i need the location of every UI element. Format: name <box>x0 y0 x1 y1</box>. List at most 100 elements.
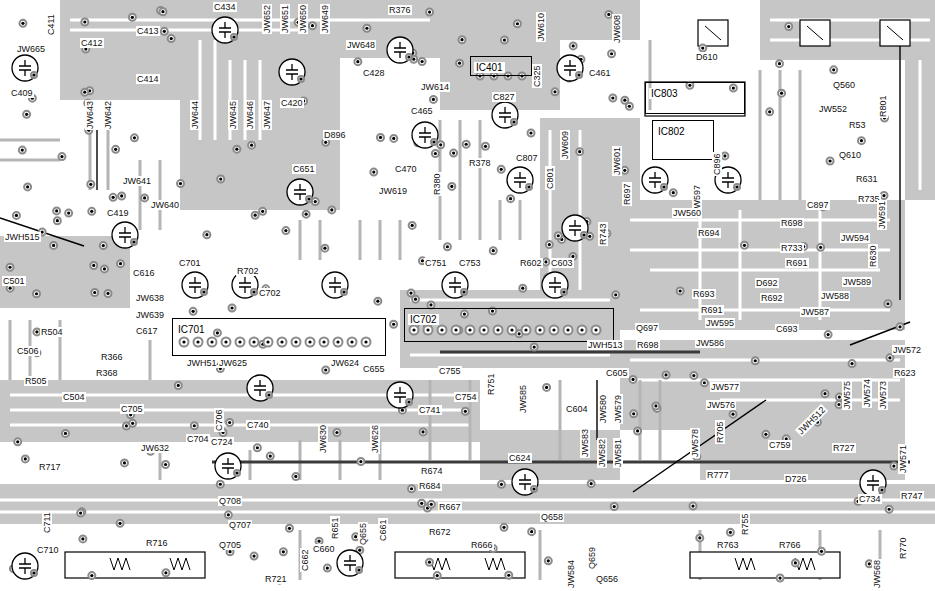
part-designator: JW642 <box>103 100 113 130</box>
solder-pad <box>428 501 435 508</box>
drill-hole <box>372 170 375 173</box>
drill-hole <box>679 289 682 292</box>
drill-hole <box>754 359 757 362</box>
drill-hole <box>359 460 362 463</box>
part-designator: JW639 <box>135 310 165 320</box>
solder-pad <box>348 338 357 347</box>
part-designator: C411 <box>46 13 56 36</box>
drill-hole <box>590 482 593 485</box>
drill-hole <box>210 340 213 343</box>
trace <box>0 40 880 580</box>
capacitor-symbol <box>215 453 241 479</box>
ic-label: IC401 <box>474 62 505 73</box>
solder-pad <box>630 410 637 417</box>
part-designator: JW589 <box>842 277 872 287</box>
solder-pad <box>459 36 466 43</box>
solder-pad <box>886 354 893 361</box>
part-designator: R801 <box>878 94 888 118</box>
part-designator: C414 <box>136 74 160 84</box>
drill-hole <box>594 328 597 331</box>
drill-hole <box>324 141 327 144</box>
solder-pad <box>652 402 659 409</box>
part-designator: C755 <box>438 366 462 376</box>
solder-pad <box>278 338 287 347</box>
drill-hole <box>468 328 471 331</box>
solder-pad <box>77 510 84 517</box>
part-designator: R368 <box>95 368 119 378</box>
capacitor-plate <box>419 127 431 143</box>
ic-label: IC803 <box>649 88 680 99</box>
solder-pad <box>180 338 189 347</box>
solder-pad <box>117 260 124 267</box>
drill-hole <box>266 340 269 343</box>
solder-pad <box>418 500 425 507</box>
part-designator: C897 <box>806 200 830 210</box>
solder-pad <box>456 60 463 67</box>
solder-pad <box>31 72 37 78</box>
part-designator: R505 <box>24 376 48 386</box>
capacitor-plate <box>19 60 31 76</box>
solder-pad <box>821 390 828 397</box>
solder-pad <box>551 88 558 95</box>
drill-hole <box>323 247 326 250</box>
part-designator: R727 <box>832 443 856 453</box>
solder-pad <box>879 487 885 493</box>
solder-pad <box>390 135 397 142</box>
drill-hole <box>892 464 895 467</box>
solder-pad <box>88 208 95 215</box>
capacitor-symbol <box>512 469 538 495</box>
drill-hole <box>216 331 219 334</box>
solder-pad <box>33 290 40 297</box>
solder-pad <box>588 480 595 487</box>
drill-hole <box>123 461 126 464</box>
drill-hole <box>692 374 695 377</box>
part-designator: R697 <box>622 182 632 206</box>
solder-pad <box>452 326 461 335</box>
solder-pad <box>248 142 255 149</box>
drill-hole <box>500 483 503 486</box>
solder-pad <box>536 326 545 335</box>
drill-hole <box>701 46 704 49</box>
drill-hole <box>125 424 128 427</box>
solder-pad <box>7 264 14 271</box>
ic-label: IC701 <box>176 324 207 335</box>
drill-hole <box>15 214 18 217</box>
drill-hole <box>102 244 105 247</box>
solder-pad <box>203 231 210 238</box>
solder-pad <box>818 548 825 555</box>
drill-hole <box>503 38 506 41</box>
drill-hole <box>688 84 691 87</box>
part-designator: JW614 <box>420 82 450 92</box>
drill-hole <box>850 362 853 365</box>
part-designator: JW581 <box>613 438 623 468</box>
part-designator: Q560 <box>832 80 856 90</box>
part-designator: C754 <box>454 392 478 402</box>
drill-hole <box>623 169 626 172</box>
part-designator: R751 <box>486 372 496 396</box>
solder-pad <box>117 520 124 527</box>
resistor-symbol <box>110 26 903 570</box>
drill-hole <box>112 196 115 199</box>
part-designator: JW560 <box>672 208 702 218</box>
drill-hole <box>672 191 675 194</box>
drill-hole <box>886 302 889 305</box>
part-designator: JW585 <box>518 384 528 414</box>
solder-pad <box>699 45 706 52</box>
part-designator: JW595 <box>705 318 735 328</box>
drill-hole <box>429 303 432 306</box>
part-designator: Q705 <box>218 540 242 550</box>
drill-hole <box>238 340 241 343</box>
drill-hole <box>324 368 327 371</box>
solder-pad <box>131 134 138 141</box>
solder-pad <box>177 180 184 187</box>
capacitor-plate <box>344 555 356 571</box>
drill-hole <box>628 105 631 108</box>
solder-pad <box>785 23 792 30</box>
part-designator: R691 <box>700 305 724 315</box>
drill-hole <box>52 244 55 247</box>
part-designator: C506 <box>16 346 40 356</box>
solder-pad <box>356 567 362 573</box>
part-designator: C655 <box>362 364 386 374</box>
solder-pad <box>370 169 377 176</box>
